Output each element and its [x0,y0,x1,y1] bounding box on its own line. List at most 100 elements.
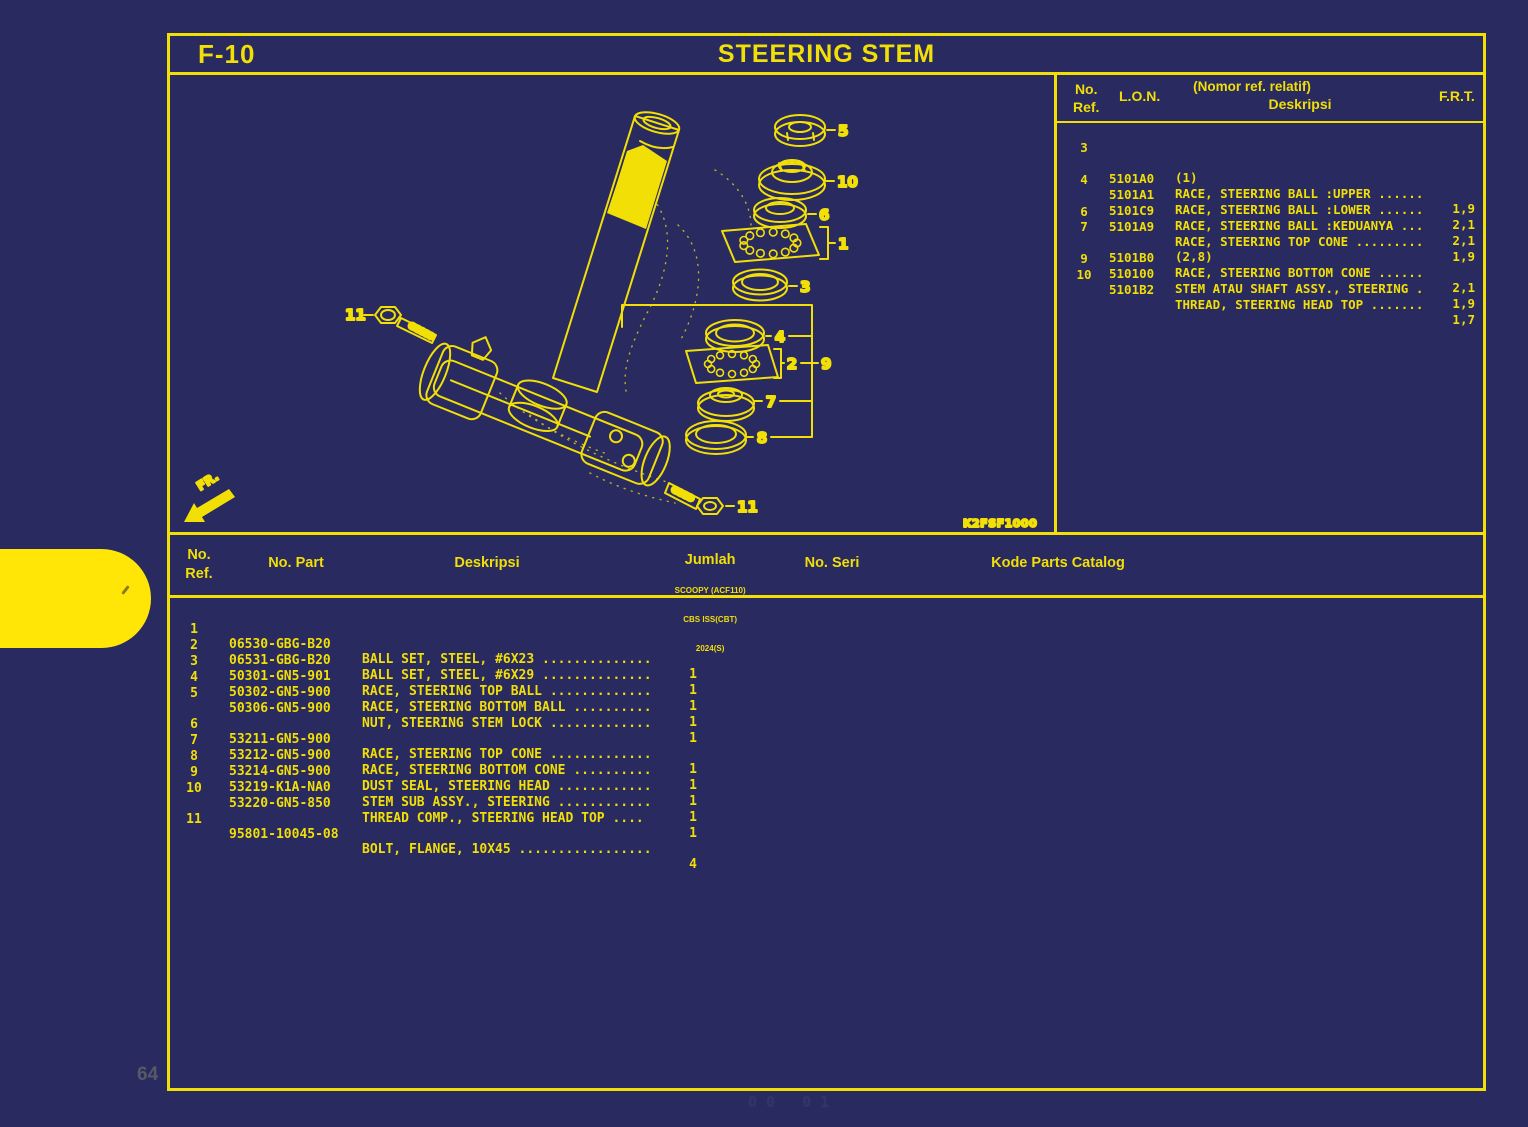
top-section: 5 10 [170,75,1483,535]
section-bookmark-tab[interactable] [0,549,151,648]
parts-header-jumlah: Jumlah SCOOPY (ACF110) CBS ISS(CBT) 2024… [674,551,746,653]
part-number-cell: 95801-10045-08 [229,826,339,842]
deskripsi-cell: RACE, STEERING TOP BALL ............. [362,683,652,699]
part-7-bottom-cone [697,387,755,422]
callout-8: 8 [757,429,767,447]
quantity-cell: 1 [689,698,697,714]
lon-cell: 5101B2 [1109,282,1155,298]
part-number-cell: 53220-GN5-850 [229,795,331,811]
parts-table-row: 11 95801-10045-08 BOLT, FLANGE, 10X45 ..… [170,797,1483,872]
parts-table-row: 7 53212-GN5-900 RACE, STEERING BOTTOM CO… [170,718,1483,793]
ref-table-row: 6 5101A9 RACE, STEERING TOP CONE .......… [1057,189,1483,264]
part-number-cell: 50302-GN5-900 [229,684,331,700]
part-5-lock-nut [774,114,826,147]
parts-table-header: No.Ref. No. Part Deskripsi Jumlah SCOOPY… [170,535,1483,653]
ref-no-cell: 1 [190,622,198,637]
ref-header-lon: L.O.N. [1119,88,1161,104]
ref-no-cell: 10 [186,780,202,796]
parts-table-rows: 1 06530-GBG-B20 BALL SET, STEEL, #6X23 .… [170,598,1483,872]
ref-no-cell: 3 [190,653,198,669]
part-1-ball-set [721,223,829,263]
ref-header-deskripsi: Deskripsi [1268,96,1332,112]
deskripsi-cell: STEM ATAU SHAFT ASSY., STEERING . [1175,281,1424,297]
parts-header-no-ref: No.Ref. [185,547,213,582]
ref-header-note: (Nomor ref. relatif) [1193,79,1311,94]
fr-direction-arrow: FR. [184,468,235,522]
lon-cell: 5101B0 [1109,250,1155,266]
frt-cell: 2,1 [1452,280,1475,296]
part-number-cell: 53214-GN5-900 [229,763,331,779]
frt-cell: 1,9 [1452,296,1475,312]
lon-cell: 5101A1 [1109,186,1155,202]
ref-header-no-ref: No.Ref. [1073,81,1100,116]
lon-cell: 5101A0 [1109,170,1155,186]
callout-11-lower: 11 [737,498,758,516]
reference-table-header: No.Ref. L.O.N. (Nomor ref. relatif) Desk… [1057,75,1483,123]
ref-table-row: 7 (2,8) [1057,204,1483,264]
diagram-code: K2FSF1000 [963,517,1037,530]
quantity-cell: 1 [689,825,697,841]
fr-label: FR. [194,469,222,494]
ref-no-cell: 7 [1080,219,1088,235]
part-6-top-cone [753,197,807,229]
parts-header-deskripsi: Deskripsi [454,555,520,571]
part-number-cell: 50306-GN5-900 [229,700,331,716]
ref-table-row: 5101B0 RACE, STEERING BOTTOM CONE ......… [1057,220,1483,295]
ref-table-row: 5101A0 RACE, STEERING BALL :UPPER ......… [1057,141,1483,216]
part-10-thread-comp [758,159,826,201]
deskripsi-cell: NUT, STEERING STEM LOCK ............. [362,715,652,731]
page-frame: F-10 STEERING STEM [167,33,1486,1091]
ref-no-cell: 8 [190,748,198,764]
exploded-diagram: 5 10 [170,75,1054,532]
frt-cell: 2,1 [1452,232,1475,248]
ref-no-cell: 5 [190,685,198,701]
ref-table-row: 3 (1) [1057,125,1483,185]
deskripsi-cell: BOLT, FLANGE, 10X45 ................. [362,841,652,857]
steering-stem-tube [552,111,681,393]
parts-table-row: 8 53214-GN5-900 DUST SEAL, STEERING HEAD… [170,734,1483,809]
reference-table: No.Ref. L.O.N. (Nomor ref. relatif) Desk… [1054,75,1483,532]
parts-table-row: 1 06530-GBG-B20 BALL SET, STEEL, #6X23 .… [170,607,1483,682]
callout-1: 1 [838,235,848,253]
title-bar: F-10 STEERING STEM [170,36,1483,75]
ref-no-cell: 7 [190,732,198,748]
group-bracket-box [621,304,819,438]
flange-bolt-upper [374,306,437,344]
ref-table-row: 10 5101B2 THREAD, STEERING HEAD TOP ....… [1057,252,1483,327]
parts-header-seri: No. Seri [804,555,860,571]
part-number-cell: 53211-GN5-900 [229,731,331,747]
deskripsi-cell: THREAD, STEERING HEAD TOP ....... [1175,297,1424,313]
callout-9: 9 [821,355,831,373]
deskripsi-cell: STEM SUB ASSY., STEERING ............ [362,794,652,810]
quantity-cell: 1 [689,809,697,825]
diagram-svg: 5 10 [184,111,1038,531]
ref-table-row: 5101C9 RACE, STEERING BALL :KEDUANYA ...… [1057,173,1483,248]
parts-table: No.Ref. No. Part Deskripsi Jumlah SCOOPY… [170,535,1483,872]
deskripsi-cell: RACE, STEERING BALL :LOWER ...... [1175,201,1424,217]
part-3-top-ball-race [732,268,788,302]
quantity-cell: 1 [689,730,697,746]
parts-table-row: 6 53211-GN5-900 RACE, STEERING TOP CONE … [170,702,1483,777]
parts-table-row: 4 50302-GN5-900 RACE, STEERING BOTTOM BA… [170,655,1483,730]
parts-table-row: 3 50301-GN5-901 RACE, STEERING TOP BALL … [170,639,1483,714]
ref-no-cell: 4 [190,669,198,685]
part-number-cell: 53212-GN5-900 [229,747,331,763]
ref-table-row: 4 5101A1 RACE, STEERING BALL :LOWER ....… [1057,157,1483,232]
deskripsi-cell: THREAD COMP., STEERING HEAD TOP .... [362,810,644,826]
deskripsi-cell: RACE, STEERING BOTTOM BALL .......... [362,699,652,715]
quantity-cell: 1 [689,777,697,793]
page-code: F-10 [198,39,256,69]
parts-table-row: 10 53220-GN5-850 THREAD COMP., STEERING … [170,766,1483,841]
callout-7: 7 [766,393,776,411]
speckle-texture [499,169,752,504]
deskripsi-cell: RACE, STEERING BALL :KEDUANYA ... [1175,217,1424,233]
frt-cell: 2,1 [1452,216,1475,232]
lon-cell: 5101A9 [1109,218,1155,234]
part-8-dust-seal [685,420,747,455]
quantity-cell: 1 [689,793,697,809]
parts-header-catalog: Kode Parts Catalog [991,555,1125,571]
tab-mark [121,585,130,595]
parts-header-part: No. Part [268,555,324,571]
callout-3: 3 [800,278,810,296]
frt-cell: 1,9 [1452,248,1475,264]
